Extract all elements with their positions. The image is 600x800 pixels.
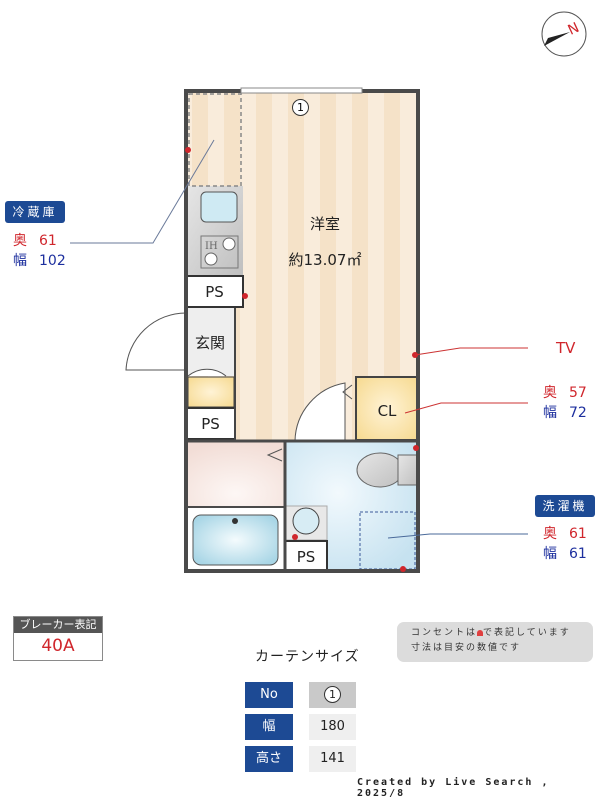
tv-label: TV — [556, 339, 576, 357]
room-name: 洋室 — [309, 215, 340, 233]
curtain-title: カーテンサイズ — [255, 649, 360, 665]
curtain-value-height: 141 — [309, 746, 356, 772]
north-arrow-icon — [544, 32, 570, 46]
outlet-markers — [185, 147, 419, 572]
curtain-header-height: 高さ — [245, 746, 293, 772]
ps-label: PS — [205, 283, 224, 301]
legend-note: コンセントはで表記しています 寸法は目安の数値です — [397, 622, 593, 662]
breaker-header: ブレーカー表記 — [14, 617, 102, 633]
entrance-door-swing — [125, 312, 187, 371]
room-area: 約13.07㎡ — [288, 251, 362, 269]
window — [240, 87, 363, 94]
svg-text:IH: IH — [205, 241, 218, 252]
ps-label: PS — [296, 548, 316, 566]
ps-label: PS — [201, 415, 220, 433]
breaker-value: 40A — [14, 633, 102, 660]
washer-badge: 洗濯機 — [535, 495, 595, 517]
curtain-header-width: 幅 — [245, 714, 293, 740]
curtain-header-no: No — [245, 682, 293, 708]
entrance-label: 玄関 — [194, 334, 225, 352]
credit-text: Created by Live Search , 2025/8 — [357, 777, 550, 799]
breaker-box: ブレーカー表記 40A — [13, 616, 103, 661]
washer-space — [359, 511, 416, 570]
window-marker: 1 — [292, 96, 309, 116]
sink-icon — [200, 191, 238, 223]
curtain-value-no: 1 — [309, 682, 356, 708]
closet-label: CL — [377, 402, 397, 420]
outlet-icon — [477, 629, 484, 636]
entrance-floor — [188, 308, 234, 376]
fridge-badge: 冷蔵庫 — [5, 201, 65, 223]
fridge-space — [188, 93, 242, 187]
curtain-value-width: 180 — [309, 714, 356, 740]
